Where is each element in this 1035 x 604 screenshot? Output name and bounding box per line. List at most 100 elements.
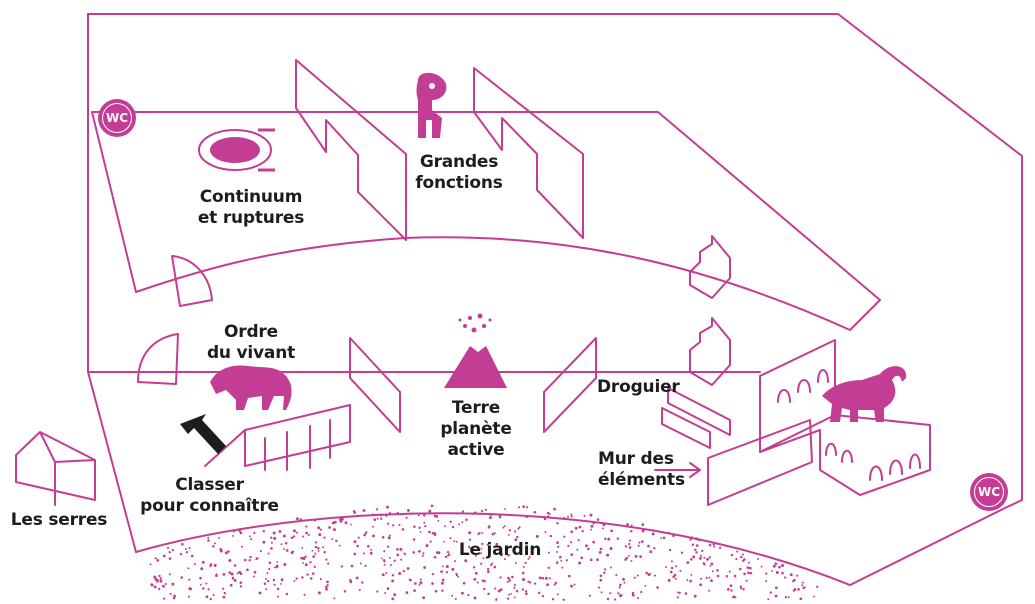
garden-dot <box>522 565 525 568</box>
garden-dot <box>728 570 731 573</box>
garden-dot <box>557 545 560 548</box>
garden-dot <box>391 574 395 577</box>
garden-dot <box>282 534 286 538</box>
garden-dot <box>362 552 365 555</box>
garden-dot <box>699 556 702 560</box>
garden-dot <box>789 573 793 577</box>
garden-dot <box>541 576 544 580</box>
garden-dot <box>317 526 321 530</box>
garden-dot <box>171 548 175 552</box>
garden-dot <box>230 572 233 575</box>
garden-dot <box>624 558 627 561</box>
garden-dot <box>295 577 298 580</box>
staircase-lower <box>689 317 731 386</box>
garden-dot <box>587 547 590 551</box>
garden-dot <box>537 591 541 595</box>
garden-dot <box>513 584 516 587</box>
garden-dot <box>772 564 776 568</box>
garden-dot <box>340 517 344 521</box>
garden-dot <box>447 554 450 557</box>
garden-dot <box>335 539 338 543</box>
garden-dot <box>239 581 243 584</box>
garden-dot <box>556 522 559 525</box>
garden-dot <box>735 558 738 561</box>
garden-dot <box>388 556 391 559</box>
garden-dot <box>660 537 663 540</box>
garden-dot <box>405 591 409 594</box>
garden-dot <box>412 538 416 541</box>
garden-dot <box>326 580 329 584</box>
garden-dot <box>193 563 196 566</box>
garden-dot <box>674 577 677 580</box>
garden-dot <box>618 586 621 589</box>
garden-dot <box>215 574 218 578</box>
garden-dot <box>460 592 463 595</box>
garden-dot <box>547 551 550 554</box>
garden-dot <box>248 558 251 562</box>
garden-dot <box>331 521 335 525</box>
garden-dot <box>729 584 733 587</box>
garden-dot <box>180 576 183 579</box>
garden-dot <box>455 540 458 543</box>
garden-dot <box>433 556 437 559</box>
garden-dot <box>630 530 633 533</box>
garden-dot <box>528 556 531 559</box>
garden-dot <box>367 545 370 548</box>
garden-dot <box>364 531 368 534</box>
droguier-shelf-1 <box>667 387 731 436</box>
garden-dot <box>383 550 386 553</box>
cabinet-dividers <box>264 419 331 471</box>
garden-dot <box>616 537 620 540</box>
garden-dot <box>154 577 158 581</box>
garden-dot <box>498 514 502 518</box>
garden-dot <box>161 584 165 588</box>
garden-dot <box>495 598 498 601</box>
garden-dot <box>246 568 249 572</box>
mur-wall <box>707 419 813 506</box>
garden-dot <box>451 594 454 597</box>
garden-dot <box>200 567 204 571</box>
garden-dot <box>451 525 455 529</box>
garden-dot <box>739 585 742 588</box>
garden-dot <box>771 570 774 572</box>
garden-dot <box>168 557 172 560</box>
garden-dot <box>428 530 431 534</box>
garden-dot <box>355 576 359 580</box>
garden-dot <box>233 578 237 582</box>
garden-dot <box>389 564 392 566</box>
garden-dot <box>588 594 591 597</box>
garden-dot <box>668 548 672 552</box>
garden-dot <box>455 572 458 575</box>
garden-dot <box>690 536 694 539</box>
garden-dot <box>522 505 526 508</box>
garden-dot <box>255 558 258 561</box>
garden-dot <box>185 551 188 554</box>
garden-dot <box>813 595 815 598</box>
garden-dot <box>506 581 509 584</box>
garden-dot <box>600 591 603 594</box>
garden-dot <box>209 565 212 568</box>
garden-dot <box>669 570 673 574</box>
garden-dot <box>331 538 334 541</box>
garden-dot <box>371 513 375 516</box>
droguier-shelf-2 <box>661 407 711 449</box>
garden-dot <box>399 547 403 551</box>
garden-dot <box>445 571 449 574</box>
garden-dot <box>561 566 564 569</box>
garden-dot <box>253 570 257 574</box>
garden-dot <box>700 577 703 580</box>
garden-dot <box>301 546 304 549</box>
garden-dot <box>272 531 276 535</box>
garden-dot <box>402 569 406 573</box>
garden-dot <box>253 531 256 535</box>
staircase-upper <box>689 235 731 299</box>
garden-dot <box>581 530 584 533</box>
garden-dot <box>792 589 795 592</box>
garden-dot <box>444 525 447 528</box>
garden-dot <box>212 545 215 548</box>
label-continuum: Continuum et ruptures <box>197 187 305 228</box>
garden-dot <box>293 529 296 533</box>
garden-dot <box>797 588 800 591</box>
garden-dot <box>270 547 273 550</box>
